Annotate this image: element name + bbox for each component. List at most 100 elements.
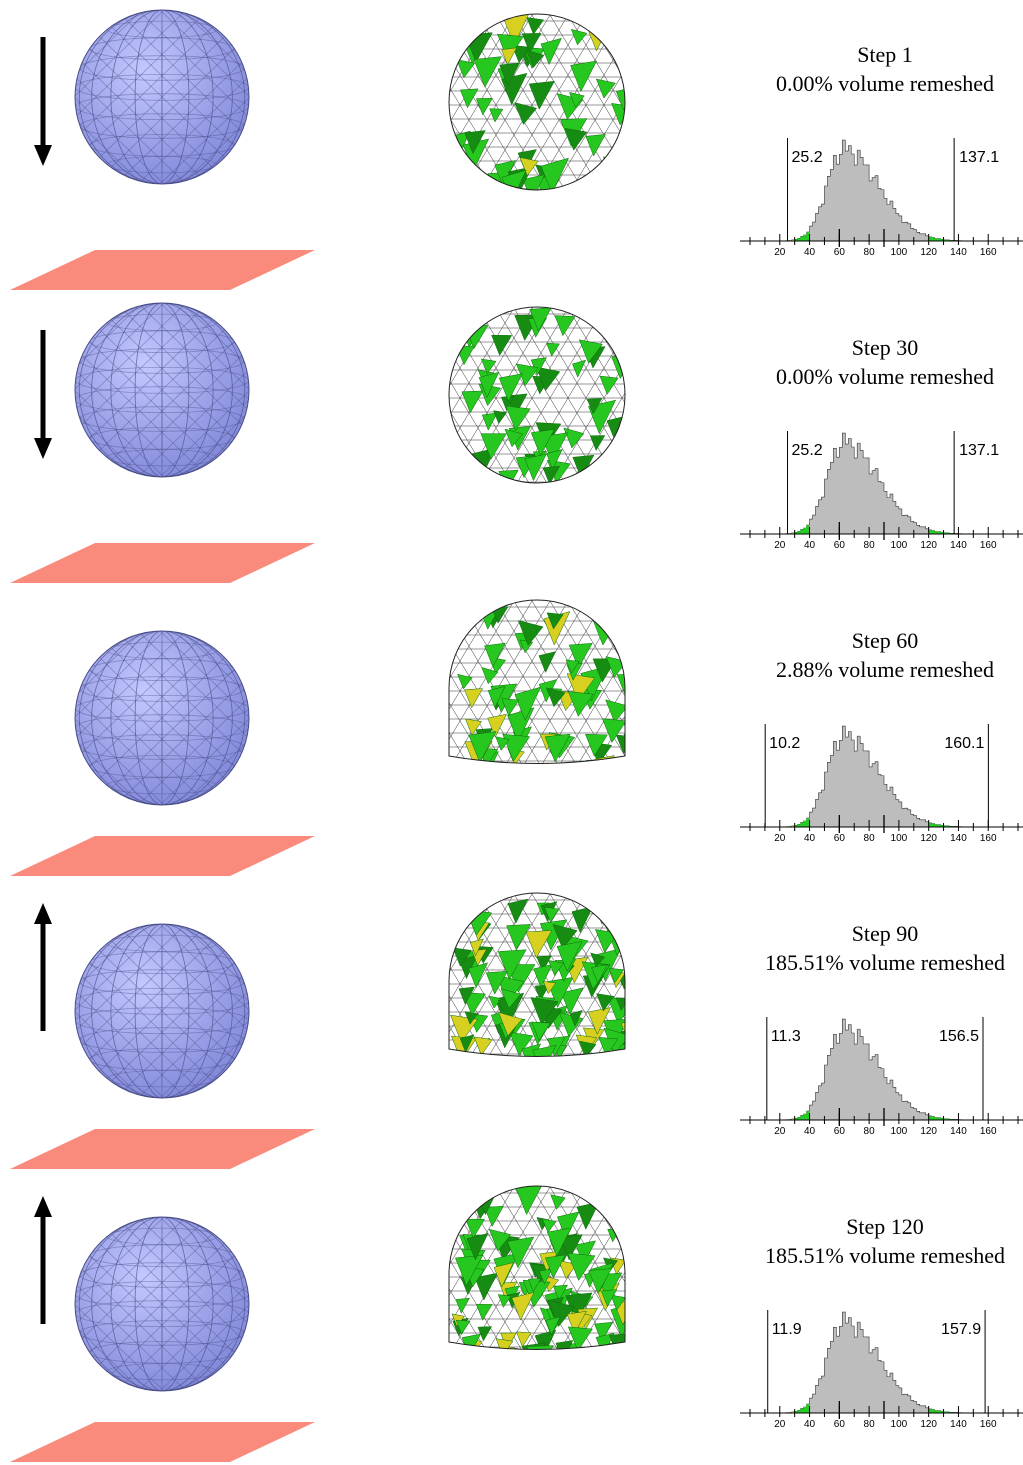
min-angle-label: 11.9 <box>772 1321 802 1338</box>
x-tick-label: 60 <box>834 1126 846 1137</box>
x-tick-label: 60 <box>834 247 846 258</box>
x-tick-label: 40 <box>804 833 816 844</box>
volume-remeshed-label: 2.88% volume remeshed <box>775 657 995 682</box>
x-tick-label: 160 <box>980 247 997 258</box>
histogram-x-axis: 20 40 60 80 100 120 140 160 <box>740 229 1023 258</box>
sphere <box>74 923 250 1099</box>
min-max-markers: 25.2 137.1 <box>787 431 999 534</box>
contact-plane <box>10 1129 315 1169</box>
x-tick-label: 60 <box>834 540 846 551</box>
arrow-up-icon <box>34 1196 52 1324</box>
angle-histogram: 20 40 60 80 100 120 140 160 25.2 137.1 <box>740 138 1023 258</box>
x-tick-label: 120 <box>920 1126 937 1137</box>
min-angle-label: 25.2 <box>792 442 823 459</box>
x-tick-label: 80 <box>864 247 876 258</box>
remeshed-wireframe <box>448 892 626 1057</box>
sphere-scene <box>10 903 315 1169</box>
volume-remeshed-label: 185.51% volume remeshed <box>764 1243 1006 1268</box>
x-tick-label: 40 <box>804 1419 816 1430</box>
max-angle-label: 157.9 <box>941 1321 981 1338</box>
x-tick-label: 160 <box>980 540 997 551</box>
step-row: Step 30 0.00% volume remeshed 20 40 60 80 10… <box>0 293 1023 586</box>
x-tick-label: 80 <box>864 540 876 551</box>
x-tick-label: 100 <box>891 247 908 258</box>
x-tick-label: 120 <box>920 1419 937 1430</box>
max-angle-label: 137.1 <box>959 149 999 166</box>
sphere-tessellation <box>75 303 249 477</box>
x-tick-label: 140 <box>950 833 967 844</box>
sphere <box>74 630 250 806</box>
x-tick-label: 20 <box>774 540 786 551</box>
x-tick-label: 40 <box>804 540 816 551</box>
x-tick-label: 140 <box>950 1419 967 1430</box>
x-tick-label: 140 <box>950 1126 967 1137</box>
max-angle-label: 137.1 <box>959 442 999 459</box>
x-tick-label: 100 <box>891 833 908 844</box>
min-max-markers: 25.2 137.1 <box>787 138 999 241</box>
max-angle-label: 156.5 <box>939 1028 979 1045</box>
sphere-scene <box>10 302 315 583</box>
sphere-scene <box>10 9 315 290</box>
arrow-down-icon <box>34 37 52 166</box>
x-tick-label: 80 <box>864 833 876 844</box>
step-row: Step 60 2.88% volume remeshed 20 40 60 80 10… <box>0 586 1023 879</box>
volume-remeshed-label: 0.00% volume remeshed <box>775 71 995 96</box>
x-tick-label: 40 <box>804 247 816 258</box>
x-tick-label: 60 <box>834 833 846 844</box>
x-tick-label: 140 <box>950 540 967 551</box>
x-tick-label: 60 <box>834 1419 846 1430</box>
x-tick-label: 160 <box>980 1419 997 1430</box>
step-row: Step 1 0.00% volume remeshed 20 40 60 80 100… <box>0 0 1023 293</box>
volume-remeshed-label: 185.51% volume remeshed <box>764 950 1006 975</box>
sphere-scene <box>10 630 315 876</box>
step-label: Step 90 <box>851 921 919 946</box>
remeshed-tets <box>450 893 625 1057</box>
contact-plane <box>10 836 315 876</box>
x-tick-label: 120 <box>920 833 937 844</box>
remeshed-tets <box>451 14 625 190</box>
remeshed-tets <box>456 307 625 483</box>
sphere <box>74 9 250 185</box>
contact-plane <box>10 543 315 583</box>
min-angle-label: 25.2 <box>792 149 823 166</box>
step-label: Step 1 <box>857 42 913 67</box>
x-tick-label: 20 <box>774 247 786 258</box>
arrow-up-icon <box>34 903 52 1031</box>
remeshed-wireframe <box>448 599 626 764</box>
step-caption: Step 1 0.00% volume remeshed <box>740 40 1023 98</box>
sphere <box>74 302 250 478</box>
arrow-down-icon <box>34 330 52 459</box>
step-caption: Step 60 2.88% volume remeshed <box>740 626 1023 684</box>
x-tick-label: 140 <box>950 247 967 258</box>
x-tick-label: 20 <box>774 1126 786 1137</box>
min-max-markers: 11.9 157.9 <box>767 1310 986 1413</box>
remeshed-wireframe <box>448 306 626 484</box>
volume-remeshed-label: 0.00% volume remeshed <box>775 364 995 389</box>
x-tick-label: 160 <box>980 833 997 844</box>
min-angle-label: 11.3 <box>771 1028 801 1045</box>
x-tick-label: 100 <box>891 1419 908 1430</box>
min-max-markers: 11.3 156.5 <box>766 1017 984 1120</box>
remeshed-wireframe <box>448 1185 626 1350</box>
step-caption: Step 90 185.51% volume remeshed <box>740 919 1023 977</box>
sphere <box>74 1216 250 1392</box>
step-label: Step 120 <box>846 1214 924 1239</box>
remeshed-wireframe <box>448 13 626 191</box>
x-tick-label: 100 <box>891 540 908 551</box>
step-caption: Step 30 0.00% volume remeshed <box>740 333 1023 391</box>
contact-plane <box>10 1422 315 1462</box>
x-tick-label: 120 <box>920 247 937 258</box>
x-tick-label: 100 <box>891 1126 908 1137</box>
x-tick-label: 20 <box>774 833 786 844</box>
max-angle-label: 160.1 <box>944 735 984 752</box>
step-label: Step 60 <box>851 628 919 653</box>
x-tick-label: 80 <box>864 1126 876 1137</box>
